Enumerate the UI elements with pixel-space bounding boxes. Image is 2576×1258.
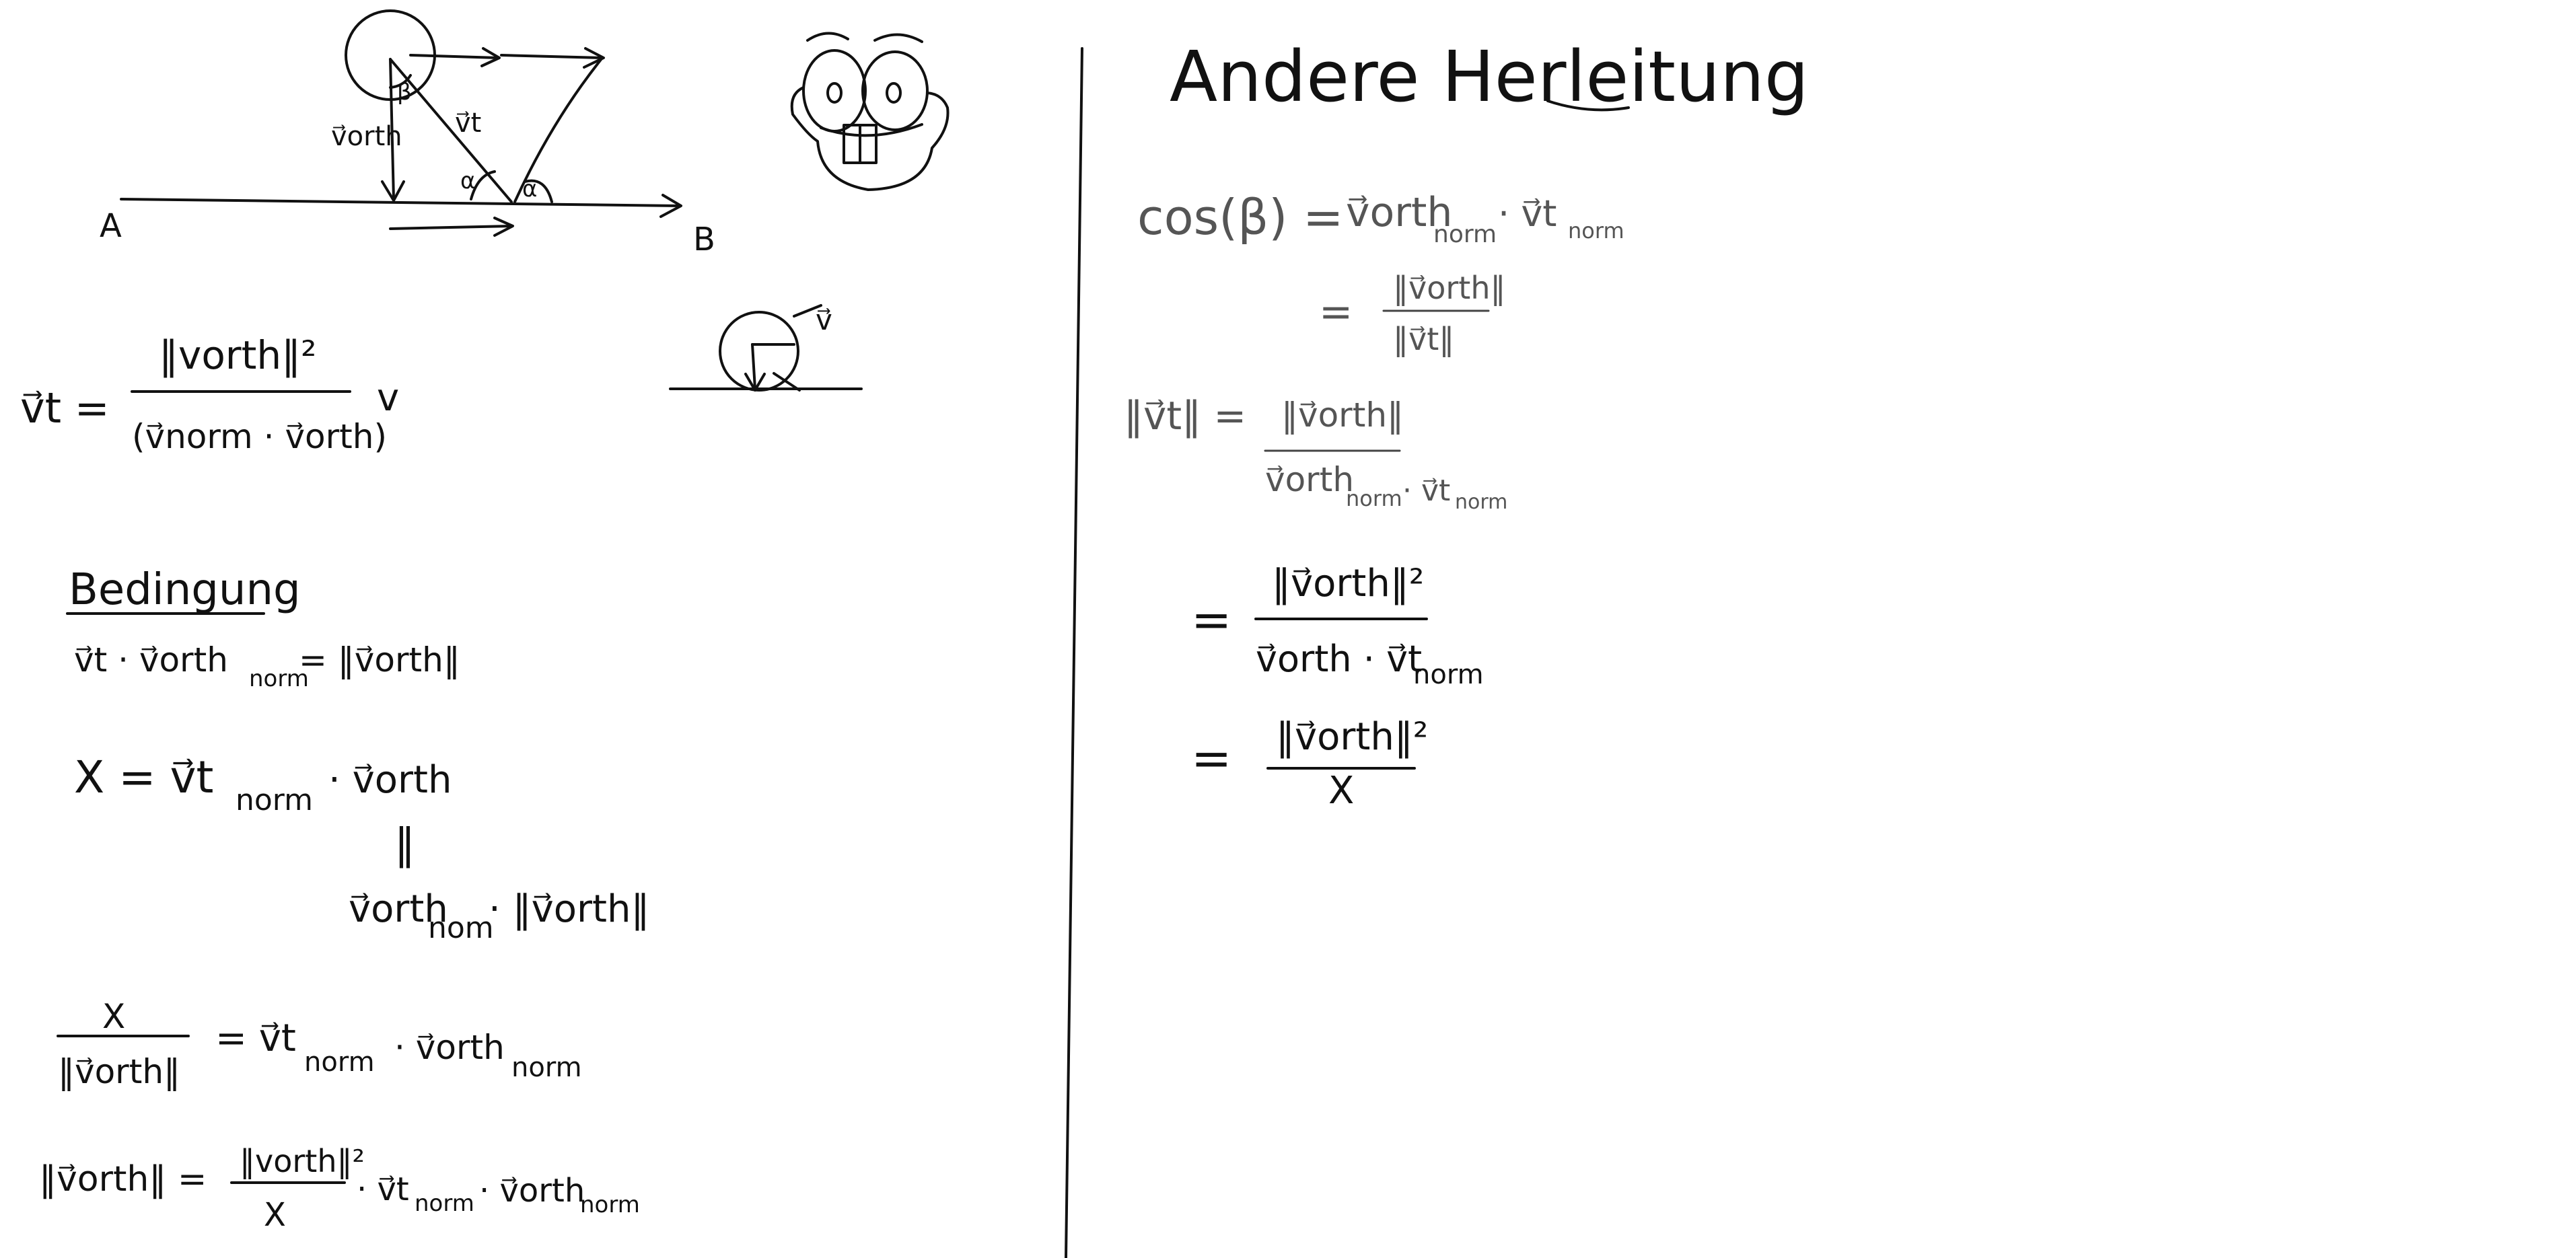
x-definition: X = v⃗t norm · v⃗orth ‖ v⃗orth nom · ‖v⃗… [74, 751, 649, 945]
small-wheel-circle [719, 311, 799, 392]
formula-vt-lhs: v⃗t = [20, 383, 110, 433]
bedingung-heading: Bedingung [69, 565, 301, 615]
top-arrow-1 [409, 54, 499, 59]
left-eye [802, 49, 867, 133]
final-eq-rest2: · v⃗orth [479, 1172, 585, 1210]
fraction-eq-numerator: X [102, 997, 125, 1036]
step2-eq: = [1191, 591, 1231, 648]
right-pupil [886, 82, 902, 104]
x-def-line2-sub: nom [428, 911, 494, 945]
condition-lhs-sub: norm [249, 665, 309, 692]
angle-arc-right [524, 179, 553, 203]
vertical-divider [1065, 47, 1083, 1258]
lower-arrow [389, 225, 513, 230]
cos-line-rhs-rest: · v⃗t [1498, 192, 1557, 235]
cos-line-rhs: v⃗orth [1346, 189, 1452, 236]
final-equation: ‖v⃗orth‖ = ‖vorth‖² X · v⃗t norm · v⃗ort… [39, 1143, 640, 1234]
cos-frac-numerator: ‖v⃗orth‖ [1393, 270, 1505, 307]
fraction-eq-rhs-sub2: norm [511, 1052, 582, 1083]
formula-vt: v⃗t = ‖vorth‖² (v⃗norm · v⃗orth) v [20, 332, 399, 456]
x-def-line2: v⃗orth [349, 887, 448, 931]
x-def-line1: X = v⃗t [74, 751, 213, 803]
step2-denominator: v⃗orth · v⃗t [1256, 638, 1422, 680]
final-eq-rest: · v⃗t [357, 1171, 409, 1208]
point-a-label: A [100, 207, 122, 245]
right-title: Andere Herleitung [1170, 36, 1809, 118]
angle-arc-left [470, 170, 496, 200]
alpha-left-label: α [460, 168, 475, 194]
v-t-label: v⃗t [455, 108, 481, 139]
cos-line-rhs-sub: norm [1433, 221, 1497, 248]
final-eq-numerator: ‖vorth‖² [240, 1143, 365, 1180]
norm-vt-numerator: ‖v⃗orth‖ [1281, 396, 1404, 435]
small-wheel-v-label: v⃗ [816, 303, 832, 336]
cos-frac-eq: = [1319, 289, 1353, 336]
beta-label: β [397, 79, 412, 106]
x-def-equals: ‖ [394, 819, 415, 869]
fraction-eq-rhs: = v⃗t [215, 1016, 296, 1060]
lower-arrow-head [493, 217, 514, 237]
norm-vt-denominator-sub2: norm [1455, 490, 1507, 514]
v-orth-arrowhead [381, 180, 405, 202]
step2-denominator-sub: norm [1413, 659, 1484, 690]
vector-diagram: A B v⃗orth v⃗t β α α [100, 9, 715, 258]
beaver-mouth [820, 123, 923, 137]
formula-vt-denominator: (v⃗norm · v⃗orth) [132, 417, 387, 456]
fraction-eq-rhs-sub: norm [304, 1047, 375, 1078]
right-title-tail [1546, 100, 1630, 112]
x-def-line2-rest: · ‖v⃗orth‖ [489, 887, 649, 931]
line-a-b [120, 198, 681, 207]
condition-lhs: v⃗t · v⃗orth [74, 640, 228, 679]
fraction-eq-denominator: ‖v⃗orth‖ [58, 1052, 180, 1091]
point-b-label: B [693, 221, 715, 258]
right-derivation: Andere Herleitung cos(β) = v⃗orth norm ·… [1124, 36, 1809, 813]
formula-vt-factor: v [377, 376, 399, 420]
x-def-line1-rest: · v⃗orth [328, 758, 452, 802]
norm-vt-denominator: v⃗orth [1265, 460, 1354, 499]
right-eyebrow [873, 33, 923, 43]
v-orth-vector [389, 58, 395, 200]
final-eq-rest2-sub: norm [580, 1191, 640, 1218]
final-eq-lhs: ‖v⃗orth‖ = [39, 1159, 207, 1199]
cos-line-rhs-sub2: norm [1568, 218, 1624, 244]
small-wheel-diagram: v⃗ [669, 303, 863, 392]
norm-vt-denominator-sub: norm [1346, 486, 1402, 511]
diagonal-line [389, 58, 513, 203]
beaver-doodle [790, 32, 950, 191]
small-wheel-diagonal [773, 372, 801, 392]
small-wheel-vertical [751, 343, 756, 390]
left-pupil [826, 82, 843, 104]
angle-arc-beta [389, 74, 412, 89]
top-arrow-2 [500, 54, 604, 59]
norm-vt-denominator-rest: · v⃗t [1402, 474, 1450, 508]
fraction-equation: X ‖v⃗orth‖ = v⃗t norm · v⃗orth norm [57, 997, 582, 1091]
step2-numerator: ‖v⃗orth‖² [1272, 562, 1424, 605]
step3-numerator: ‖v⃗orth‖² [1276, 715, 1428, 759]
line-a-b-arrowhead [659, 194, 682, 218]
cos-frac-denominator: ‖v⃗t‖ [1393, 321, 1454, 358]
final-eq-denominator: X [264, 1196, 286, 1234]
alpha-right-label: α [522, 176, 537, 202]
formula-vt-numerator: ‖vorth‖² [159, 332, 316, 378]
left-eyebrow [806, 32, 849, 42]
cos-line-lhs: cos(β) = [1137, 189, 1344, 246]
step3-eq: = [1191, 730, 1231, 786]
step3-denominator: X [1328, 769, 1354, 813]
small-wheel-arrowhead [744, 373, 766, 392]
condition-section: Bedingung v⃗t · v⃗orth norm = ‖v⃗orth‖ [66, 565, 460, 692]
v-orth-label: v⃗orth [331, 121, 402, 152]
x-def-line1-sub: norm [236, 783, 313, 817]
final-eq-rest-sub: norm [415, 1190, 474, 1217]
condition-rhs: = ‖v⃗orth‖ [299, 640, 460, 679]
right-eye [861, 50, 929, 131]
fraction-eq-rhs-rest: · v⃗orth [394, 1028, 505, 1067]
top-arrow-1-head [480, 47, 501, 67]
small-wheel-v-arrow [793, 304, 822, 318]
beaver-face-outline [790, 86, 950, 191]
norm-vt-lhs: ‖v⃗t‖ = [1124, 393, 1246, 439]
